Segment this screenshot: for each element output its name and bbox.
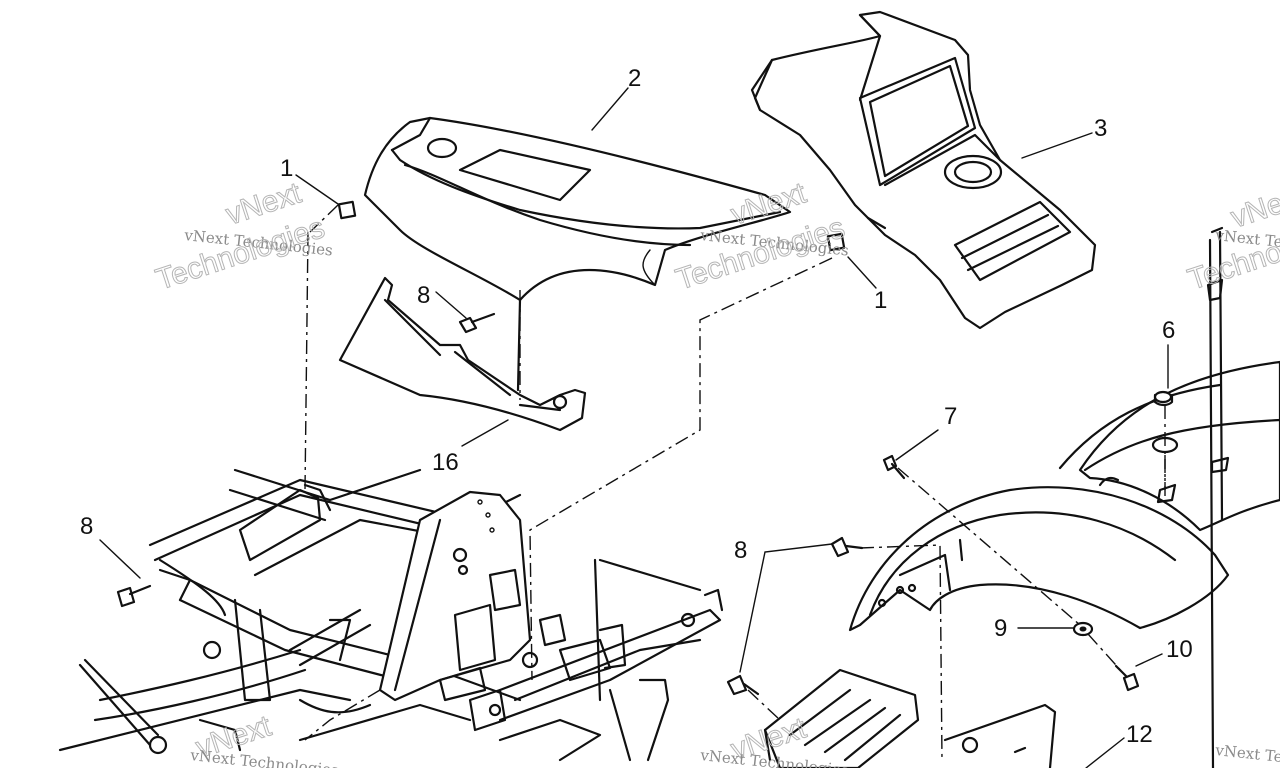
callout-6: 6 bbox=[1162, 317, 1175, 344]
callout-3: 3 bbox=[1094, 115, 1107, 142]
callout-8-right: 8 bbox=[734, 537, 747, 564]
watermark-bottom-right: vNext Technologies bbox=[1214, 741, 1280, 768]
part-1-clips bbox=[337, 200, 887, 252]
watermark-left: vNext vNext Technologies Technologies bbox=[151, 176, 333, 297]
callout-2: 2 bbox=[628, 65, 641, 92]
vehicle-frame bbox=[58, 468, 724, 762]
part-3-console-cover bbox=[750, 10, 1097, 330]
fasteners bbox=[116, 312, 1140, 696]
assembly-lines bbox=[304, 204, 1166, 761]
watermark-text: vNext Technologies bbox=[1214, 741, 1280, 768]
callout-8-top: 8 bbox=[417, 282, 430, 309]
rear-fender bbox=[1058, 360, 1280, 532]
callout-1-left: 1 bbox=[280, 155, 293, 182]
part-12-footrest bbox=[763, 668, 920, 768]
callout-labels: 1 1 2 3 6 7 8 8 8 9 10 12 16 bbox=[80, 65, 1193, 748]
part-16-bracket bbox=[338, 276, 587, 432]
rear-bracket bbox=[943, 703, 1057, 768]
callout-10: 10 bbox=[1166, 636, 1193, 663]
callout-9: 9 bbox=[994, 615, 1007, 642]
watermark-bottom-left: vNext vNext Technologies bbox=[189, 709, 340, 768]
callout-12: 12 bbox=[1126, 721, 1153, 748]
callout-1-right: 1 bbox=[874, 287, 887, 314]
leader-lines bbox=[99, 87, 1169, 768]
callout-16: 16 bbox=[432, 449, 459, 476]
front-fender bbox=[848, 486, 1230, 632]
watermark-text: vNext Technologies bbox=[189, 746, 340, 768]
callout-7: 7 bbox=[944, 403, 957, 430]
watermark-vnext: vNext bbox=[1227, 179, 1280, 234]
right-rods bbox=[1206, 226, 1224, 768]
part-2-front-panel bbox=[363, 116, 792, 392]
watermark-right: vNext vNext Technologies Technologies bbox=[1183, 179, 1280, 297]
callout-8-left: 8 bbox=[80, 513, 93, 540]
